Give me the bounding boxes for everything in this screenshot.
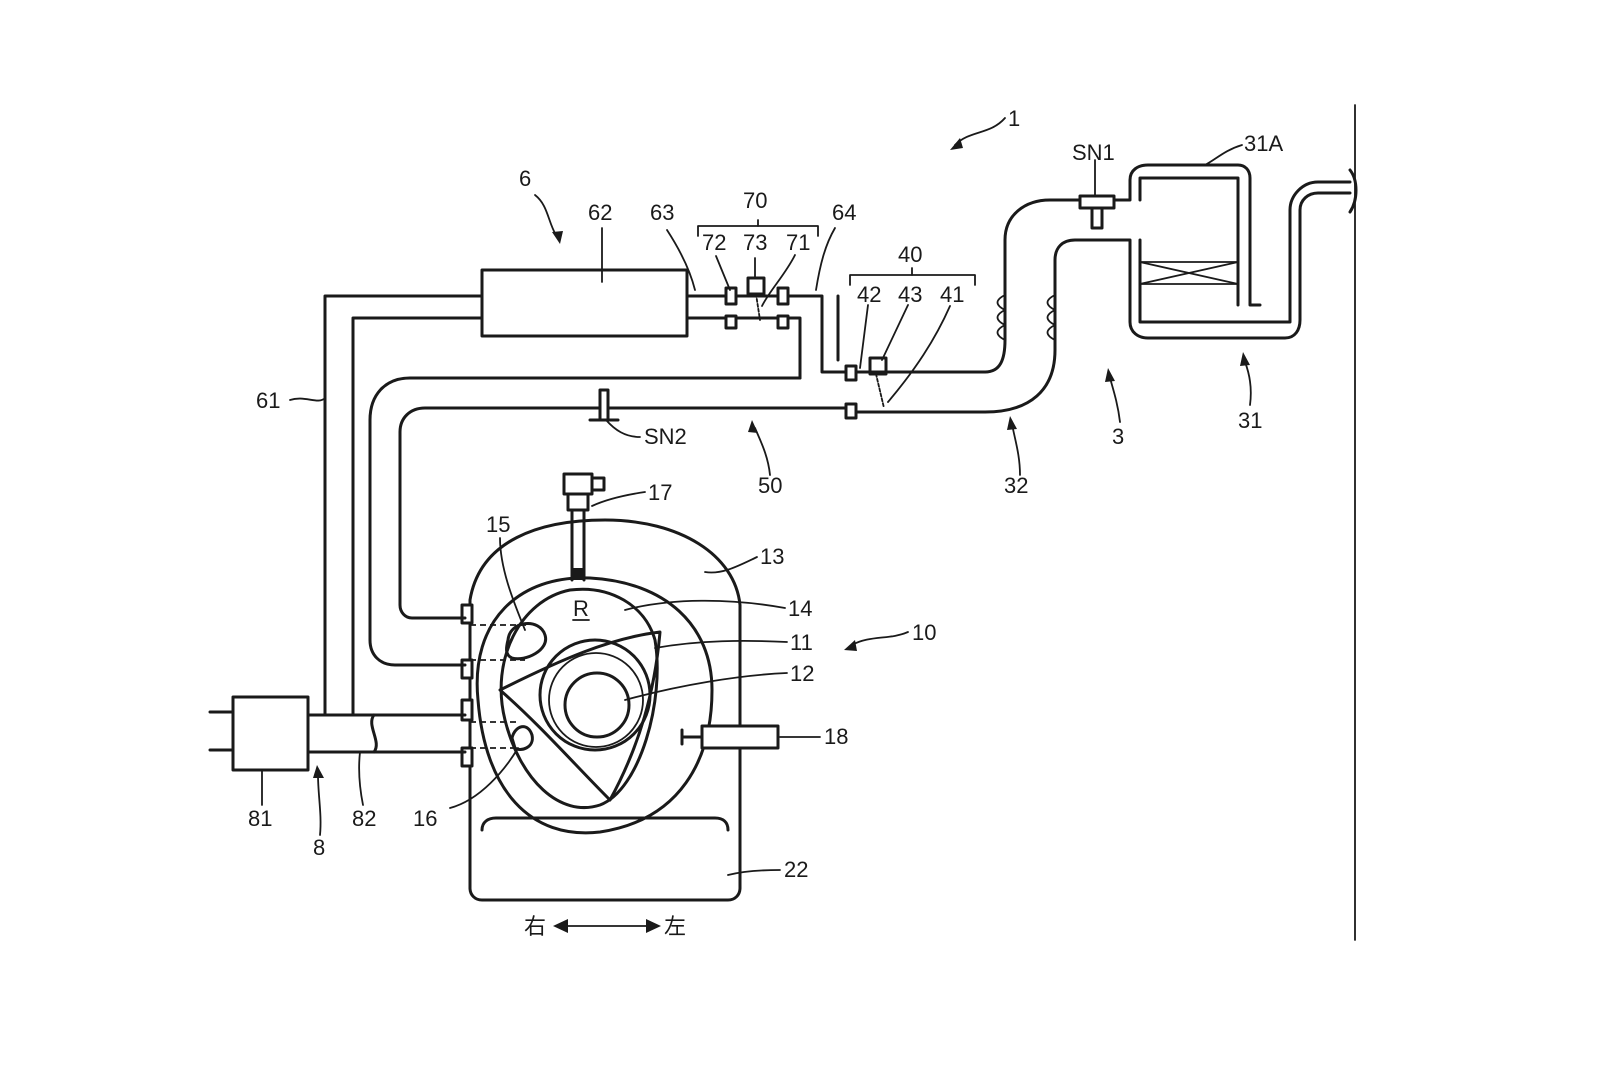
pipe-64 [786, 294, 850, 380]
rotor-mark: R [573, 596, 589, 621]
oil-pan-inner [480, 816, 730, 832]
label-12: 12 [790, 661, 814, 686]
label-sn2: SN2 [644, 424, 687, 449]
pipe-63 [685, 294, 730, 320]
muffler-31 [1112, 163, 1358, 340]
label-6: 6 [519, 166, 531, 191]
valve-unit-70 [724, 276, 790, 330]
air-cleaner [231, 695, 310, 772]
injector [562, 472, 606, 582]
label-22: 22 [784, 857, 808, 882]
egr-pipe-61 [323, 294, 484, 717]
label-72: 72 [702, 230, 726, 255]
eccentric-shaft-ring [548, 652, 644, 748]
engine-housing [468, 518, 742, 822]
sensor-sn2 [588, 388, 620, 422]
oil-pan [468, 818, 742, 902]
label-31a: 31A [1244, 131, 1283, 156]
rotor-housing-inner [499, 587, 659, 809]
housing-notch-3 [460, 698, 474, 722]
label-32: 32 [1004, 473, 1028, 498]
direction-indicator: 右 左 [524, 915, 686, 940]
label-31: 31 [1238, 408, 1262, 433]
egr-return-passage [368, 376, 850, 667]
leader-lines [261, 117, 1252, 876]
label-17: 17 [648, 480, 672, 505]
label-3: 3 [1112, 424, 1124, 449]
label-62: 62 [588, 200, 612, 225]
housing-notch-4 [460, 746, 474, 768]
label-11: 11 [790, 630, 813, 655]
port-lower [510, 725, 534, 751]
label-16: 16 [413, 806, 437, 831]
direction-left-label: 左 [664, 915, 686, 940]
label-43: 43 [898, 282, 922, 307]
label-82: 82 [352, 806, 376, 831]
label-10: 10 [912, 620, 936, 645]
label-42: 42 [857, 282, 881, 307]
label-18: 18 [824, 724, 848, 749]
label-14: 14 [788, 596, 812, 621]
reference-labels: 1 SN1 31A 6 70 62 63 64 72 73 71 40 42 4… [248, 106, 1283, 882]
intake-system [208, 695, 467, 772]
label-73: 73 [743, 230, 767, 255]
housing-notch-2 [460, 658, 474, 680]
egr-cooler [480, 268, 689, 338]
label-50: 50 [758, 473, 782, 498]
label-1: 1 [1008, 106, 1020, 131]
label-41: 41 [940, 282, 964, 307]
engine-assembly: R [460, 518, 742, 835]
sensor-sn1 [1078, 194, 1117, 242]
label-71: 71 [786, 230, 810, 255]
label-sn1: SN1 [1072, 140, 1115, 165]
rotor-chamber-outline [475, 576, 714, 835]
label-40: 40 [898, 242, 922, 267]
label-64: 64 [832, 200, 856, 225]
exhaust-pipe-32 [983, 198, 1082, 414]
label-61: 61 [256, 388, 280, 413]
eccentric-shaft-inner [563, 671, 631, 739]
label-8: 8 [313, 835, 325, 860]
label-70: 70 [743, 188, 767, 213]
direction-right-label: 右 [524, 915, 546, 940]
rotor [498, 630, 662, 802]
housing-notch-1 [460, 603, 474, 625]
label-81: 81 [248, 806, 272, 831]
label-13: 13 [760, 544, 784, 569]
label-15: 15 [486, 512, 510, 537]
eccentric-shaft-outer [538, 638, 652, 752]
sensor-18 [680, 724, 780, 750]
label-63: 63 [650, 200, 674, 225]
valve-unit-40 [844, 356, 987, 420]
